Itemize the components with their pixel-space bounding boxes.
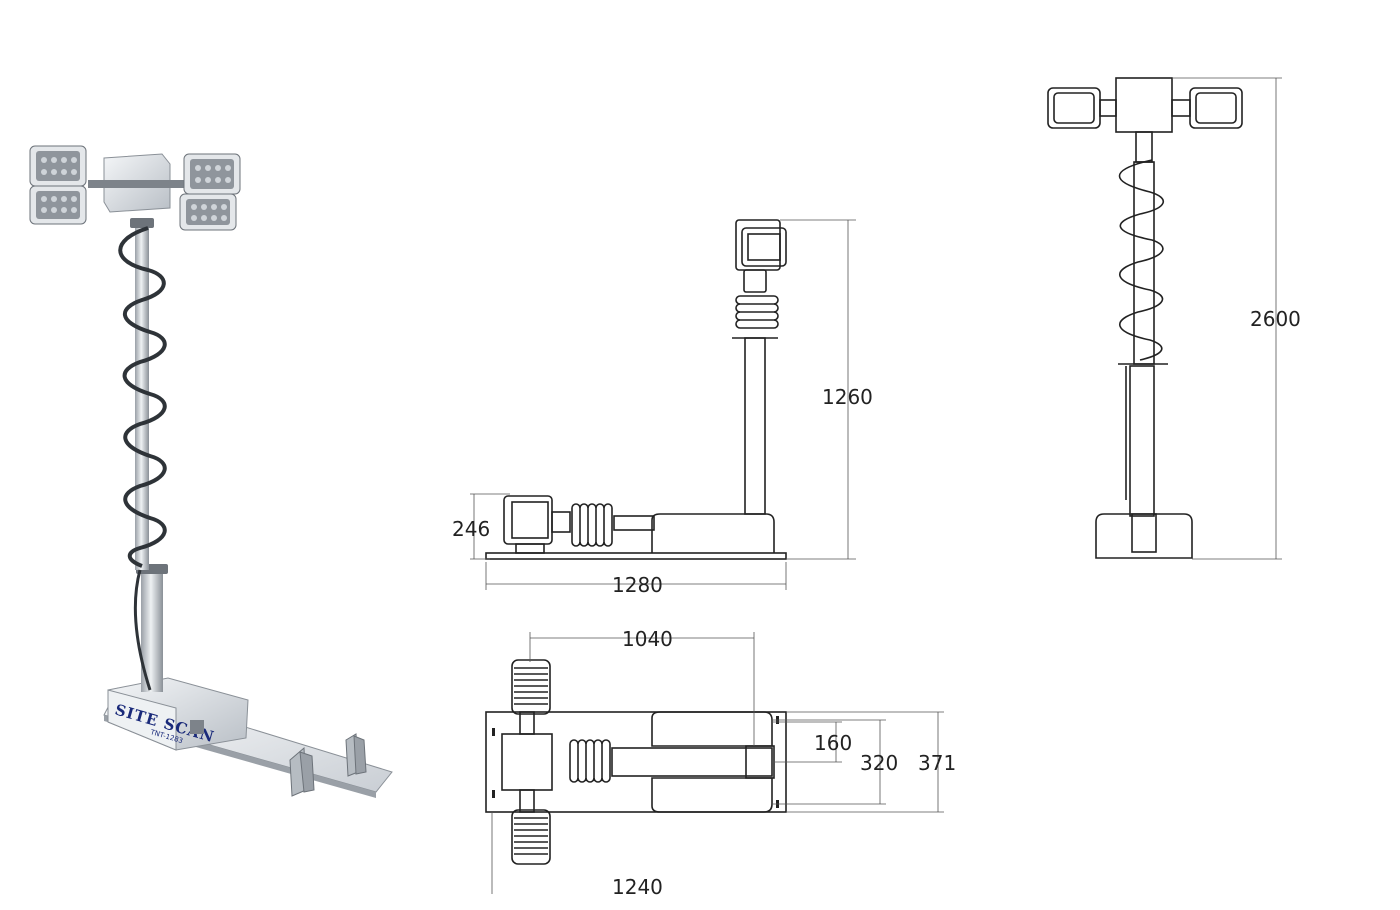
side-top-coil bbox=[735, 269, 779, 329]
side-horizontal-head bbox=[503, 495, 655, 554]
dim-1040-lines bbox=[529, 632, 755, 746]
front-lamp-left bbox=[1047, 87, 1117, 129]
plan-lamp-top bbox=[511, 659, 551, 715]
plan-mast-end bbox=[745, 745, 775, 779]
lamp-top-left bbox=[29, 145, 87, 187]
front-base-clamp bbox=[1131, 513, 1157, 553]
plan-rail-bottom bbox=[651, 777, 773, 813]
plan-mast-body bbox=[611, 747, 773, 777]
dim-1280-lines bbox=[485, 562, 787, 590]
dim-total-width: 371 bbox=[918, 751, 956, 775]
side-head-lamp bbox=[735, 219, 787, 271]
dim-plan-length: 1240 bbox=[612, 875, 663, 899]
head-arm bbox=[88, 180, 192, 188]
plan-view: 1040 160 320 371 1240 bbox=[485, 627, 956, 899]
plan-neck-top bbox=[519, 711, 535, 735]
plan-neck-bottom bbox=[519, 789, 535, 813]
tray-bracket-front bbox=[289, 746, 315, 797]
mast-collar-upper bbox=[130, 218, 154, 228]
product-photo: SITE SCAN TNT-1283 bbox=[29, 145, 393, 798]
dim-rail-width: 160 bbox=[814, 731, 852, 755]
dim-base-height: 246 bbox=[452, 517, 490, 541]
plan-head-box bbox=[501, 733, 553, 791]
plan-coil bbox=[569, 739, 611, 783]
dim-1260-lines bbox=[780, 219, 856, 560]
mast-lower bbox=[141, 570, 163, 692]
dim-mast-height-folded: 1260 bbox=[822, 385, 873, 409]
dim-inner-width: 320 bbox=[860, 751, 898, 775]
coiled-cable bbox=[118, 226, 167, 568]
dim-371-lines bbox=[786, 711, 944, 813]
front-lamp-right bbox=[1171, 87, 1243, 129]
dim-base-length: 1280 bbox=[612, 573, 663, 597]
dim-320-lines bbox=[772, 719, 886, 805]
dim-160-lines bbox=[772, 721, 842, 763]
plan-lamp-bottom bbox=[511, 809, 551, 865]
dim-2600-lines bbox=[1172, 77, 1282, 560]
mast-clamp bbox=[190, 720, 204, 734]
side-view-folded: 1260 246 1280 bbox=[452, 219, 873, 597]
dim-total-height: 2600 bbox=[1250, 307, 1301, 331]
side-base-plate bbox=[485, 552, 787, 560]
lamp-top-right bbox=[183, 153, 241, 195]
tray-bracket-back bbox=[345, 733, 367, 777]
plan-mount-holes bbox=[492, 716, 779, 808]
side-battery-box bbox=[651, 513, 775, 553]
lamp-bottom-right bbox=[179, 193, 237, 231]
front-mast-lower bbox=[1129, 365, 1155, 517]
lamp-bottom-left bbox=[29, 185, 87, 225]
plan-rail-top bbox=[651, 711, 773, 747]
dim-246-lines bbox=[470, 493, 510, 560]
cable-tail bbox=[133, 569, 152, 691]
front-coil bbox=[1118, 159, 1164, 361]
control-box-front bbox=[107, 689, 177, 751]
dim-lamp-offset: 1040 bbox=[622, 627, 673, 651]
front-head-box bbox=[1115, 77, 1173, 133]
front-mast-top bbox=[1135, 131, 1153, 163]
side-mast bbox=[744, 337, 766, 515]
front-base bbox=[1095, 513, 1193, 559]
led-dots bbox=[41, 157, 231, 221]
plan-base-plate bbox=[485, 711, 787, 813]
front-view-extended: 2600 bbox=[1047, 77, 1301, 560]
